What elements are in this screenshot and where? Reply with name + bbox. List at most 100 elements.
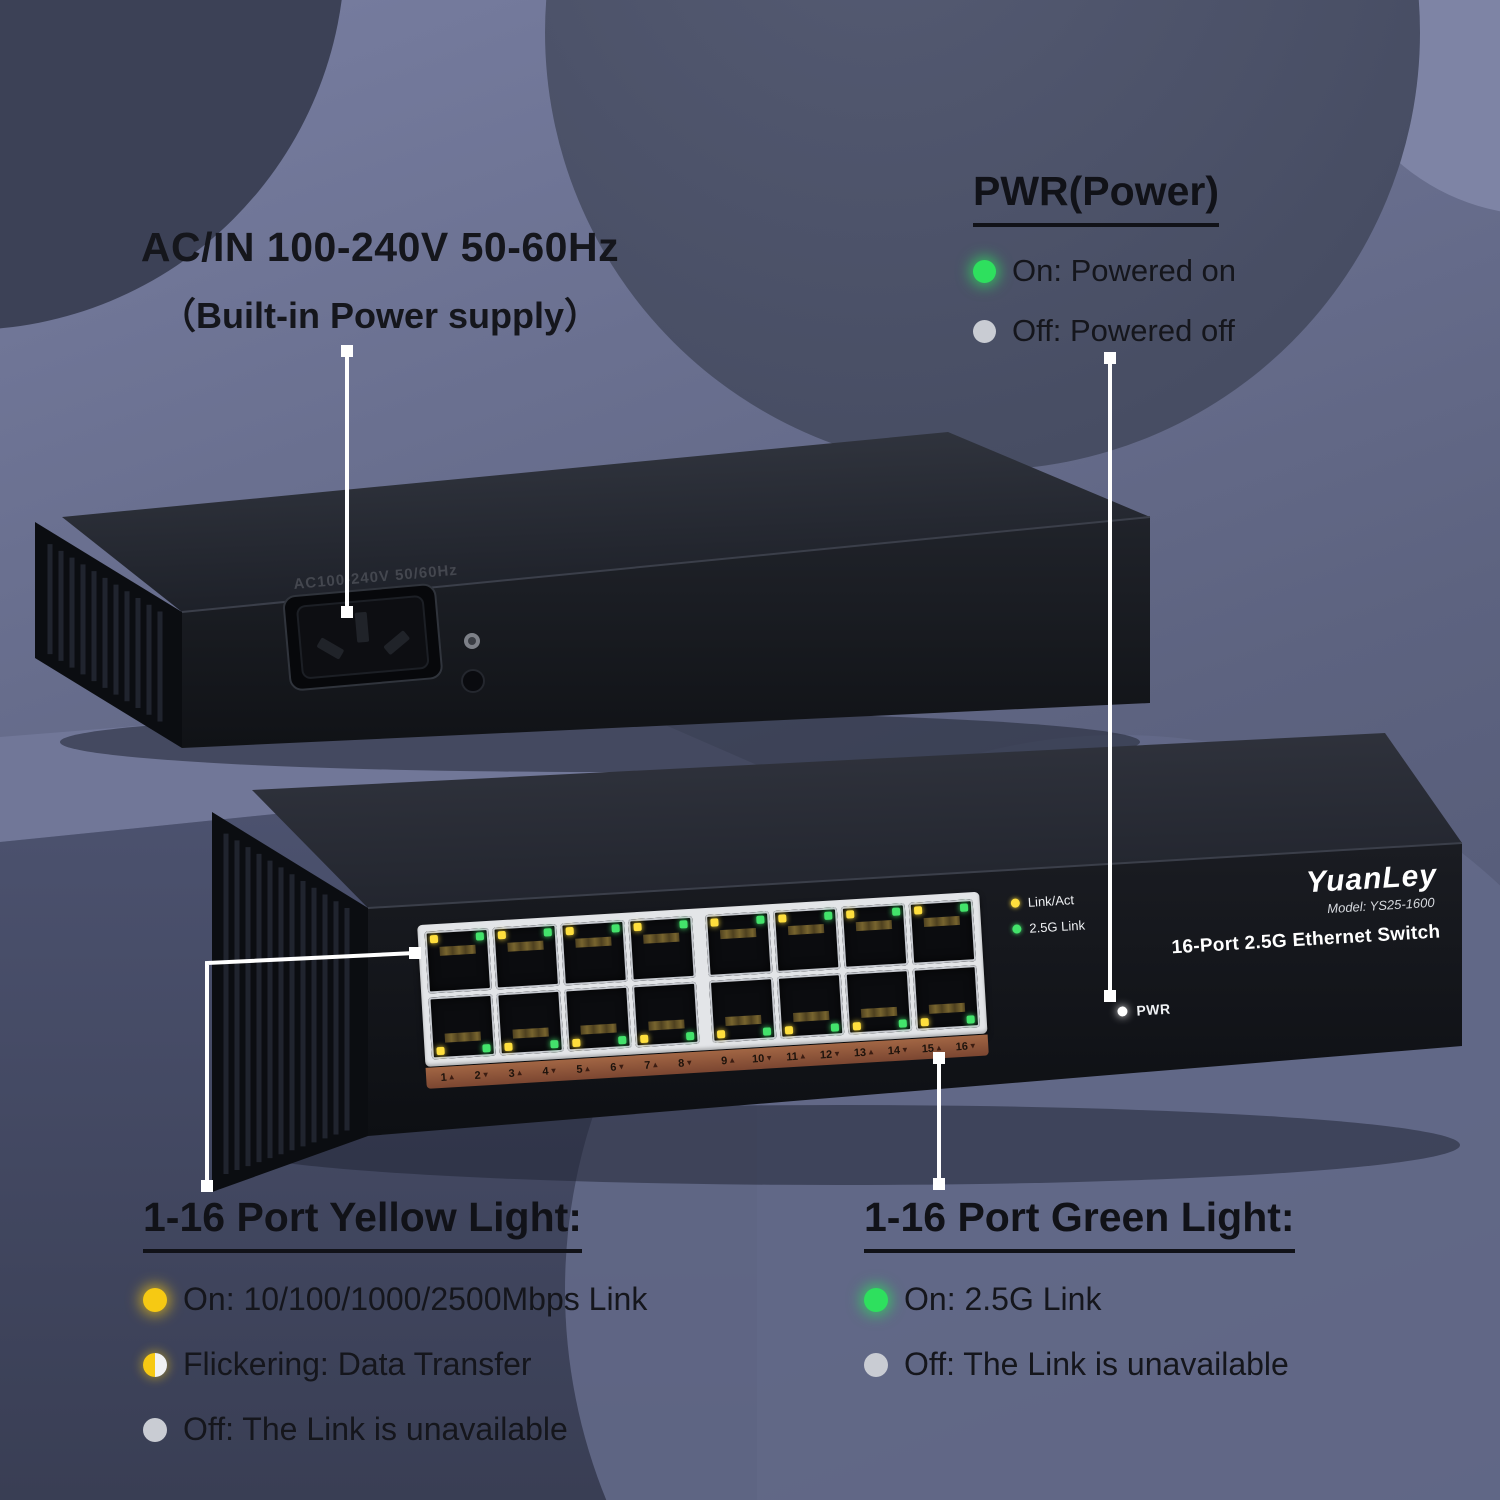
port-number-13: 13▲ <box>853 1046 876 1059</box>
legend-label-linkact: Link/Act <box>1027 892 1075 910</box>
back-switch-rear-panel <box>182 517 1150 748</box>
port-number-10: 10▼ <box>751 1052 774 1065</box>
port-yellow-led <box>633 922 642 932</box>
port-green-led <box>679 920 688 929</box>
port-yellow-led <box>778 914 787 923</box>
legend-row-25g: 2.5G Link <box>1012 918 1085 937</box>
rear-screw-slot <box>468 637 476 645</box>
port-yellow-led <box>572 1038 581 1048</box>
status-text: Off: The Link is unavailable <box>904 1346 1289 1382</box>
back-switch-vents <box>47 544 163 722</box>
rj45-port-7 <box>628 915 696 982</box>
port-yellow-led <box>920 1017 929 1027</box>
port-yellow-led <box>784 1026 794 1035</box>
status-item: On: Powered on <box>973 253 1236 289</box>
rj45-port-1 <box>424 927 493 994</box>
port-green-led <box>482 1043 491 1053</box>
ground-terminal <box>461 669 485 693</box>
rj45-port-9 <box>705 911 773 977</box>
status-text: Off: The Link is unavailable <box>183 1411 568 1447</box>
gray-status-dot <box>973 319 996 343</box>
port-yellow-led <box>913 906 923 915</box>
front-switch-edge-highlight <box>367 842 1463 909</box>
port-number-5: 5▲ <box>576 1063 592 1076</box>
port-green-led <box>543 928 552 937</box>
yellow-status-dot <box>143 1287 167 1312</box>
port-green-led <box>685 1031 695 1041</box>
port-green-led <box>756 915 765 924</box>
status-text: Off: Powered off <box>1012 313 1235 348</box>
green-light-title: 1-16 Port Green Light: <box>864 1194 1295 1253</box>
front-switch-shadow <box>220 1105 1460 1185</box>
status-text: On: 2.5G Link <box>904 1281 1102 1317</box>
half-yellow-status-dot <box>143 1352 167 1377</box>
status-text: On: 10/100/1000/2500Mbps Link <box>183 1281 648 1317</box>
port-assembly: 1▲2▼3▲4▼5▲6▼7▲8▼9▲10▼11▲12▼13▲14▼15▲16▼ <box>417 891 989 1089</box>
status-item: On: 10/100/1000/2500Mbps Link <box>143 1281 647 1318</box>
pwr-led-row: PWR <box>1117 1001 1171 1020</box>
port-yellow-led <box>504 1042 513 1052</box>
rj45-port-16 <box>912 965 981 1031</box>
annotation-green-light: 1-16 Port Green Light: On: 2.5G Link Off… <box>864 1194 1295 1383</box>
rj45-port-14 <box>844 969 913 1035</box>
port-yellow-led <box>640 1034 649 1044</box>
back-switch-top-face <box>62 432 1150 612</box>
front-switch-top-face <box>252 733 1462 908</box>
annotation-ac-input: AC/IN 100-240V 50-60Hz （Built-in Power s… <box>75 224 685 339</box>
rj45-port-5 <box>560 919 628 986</box>
green-light-items: On: 2.5G Link Off: The Link is unavailab… <box>864 1281 1295 1383</box>
rj45-port-3 <box>492 923 560 990</box>
rj45-port-12 <box>776 973 845 1039</box>
green-status-dot <box>973 259 996 283</box>
led-legend: Link/Act 2.5G Link <box>1010 892 1086 948</box>
port-number-3: 3▲ <box>508 1067 524 1080</box>
yellow-light-title: 1-16 Port Yellow Light: <box>143 1194 582 1253</box>
port-green-led <box>966 1015 975 1024</box>
rj45-port-8 <box>632 981 700 1048</box>
status-item: Flickering: Data Transfer <box>143 1346 647 1383</box>
port-grid <box>422 897 982 1062</box>
gray-status-dot <box>143 1417 167 1442</box>
status-item: Off: The Link is unavailable <box>143 1411 647 1448</box>
port-green-led <box>550 1039 559 1049</box>
green-status-dot <box>864 1287 888 1312</box>
port-number-12: 12▼ <box>819 1048 842 1061</box>
port-number-15: 15▲ <box>921 1042 944 1055</box>
power-items: On: Powered on Off: Powered off <box>973 253 1236 349</box>
port-green-led <box>959 903 969 912</box>
port-number-2: 2▼ <box>474 1069 490 1082</box>
port-green-led <box>891 907 901 916</box>
port-number-4: 4▼ <box>542 1065 558 1078</box>
gray-status-dot <box>864 1352 888 1377</box>
rj45-port-15 <box>908 899 977 965</box>
branding: YuanLey Model: YS25-1600 16-Port 2.5G Et… <box>1167 859 1441 960</box>
pwr-led <box>1117 1006 1128 1017</box>
port-yellow-led <box>429 934 439 944</box>
port-number-14: 14▼ <box>887 1044 910 1057</box>
pwr-label: PWR <box>1135 1000 1172 1019</box>
status-item: Off: Powered off <box>973 313 1236 349</box>
rj45-port-6 <box>564 985 632 1052</box>
annotation-power: PWR(Power) On: Powered on Off: Powered o… <box>973 168 1236 349</box>
port-yellow-led <box>710 918 719 927</box>
rj45-port-10 <box>708 977 777 1043</box>
rj45-port-11 <box>772 907 841 973</box>
yellow-led-icon <box>1010 898 1021 908</box>
yellow-light-items: On: 10/100/1000/2500Mbps Link Flickering… <box>143 1281 647 1448</box>
status-item: On: 2.5G Link <box>864 1281 1295 1318</box>
rj45-port-13 <box>840 903 909 969</box>
port-number-8: 8▼ <box>677 1057 694 1070</box>
port-yellow-led <box>845 910 855 919</box>
product-name: 16-Port 2.5G Ethernet Switch <box>1170 921 1441 959</box>
port-number-6: 6▼ <box>609 1061 626 1074</box>
port-yellow-led <box>436 1046 445 1056</box>
power-title: PWR(Power) <box>973 168 1219 227</box>
status-item: Off: The Link is unavailable <box>864 1346 1295 1383</box>
port-yellow-led <box>852 1021 862 1031</box>
green-led-icon <box>1012 924 1022 934</box>
port-number-7: 7▲ <box>643 1059 660 1072</box>
port-number-11: 11▲ <box>785 1050 808 1063</box>
port-green-led <box>762 1027 772 1036</box>
port-green-led <box>830 1023 840 1032</box>
